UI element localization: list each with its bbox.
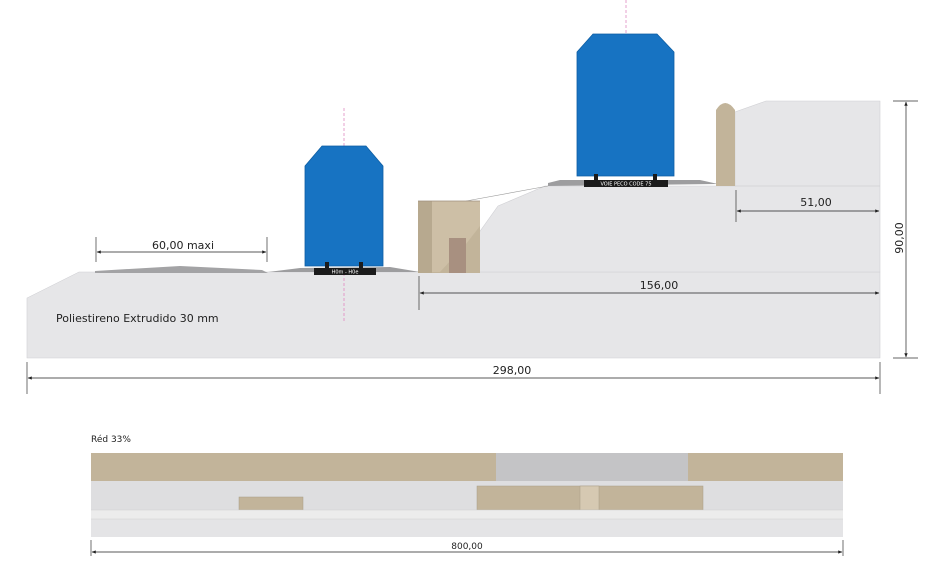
- lower-track-label: H0m - H0e: [332, 270, 359, 276]
- plan-band-middle: [91, 481, 843, 510]
- svg-text:60,00 maxi: 60,00 maxi: [152, 239, 214, 252]
- upper-track-plate: [584, 180, 668, 187]
- plan-band-upper: [91, 453, 843, 481]
- lower-wagon: H0m - H0e: [304, 145, 384, 276]
- svg-text:90,00: 90,00: [893, 222, 906, 254]
- material-label: Poliestireno Extrudido 30 mm: [56, 312, 219, 325]
- plan-small-building: [238, 496, 304, 511]
- plan-band-bottom: [91, 519, 843, 537]
- lower-track-plate: [314, 268, 376, 275]
- upper-wagon: VOIE PECO CODE 75: [576, 33, 675, 188]
- svg-text:51,00: 51,00: [800, 196, 832, 209]
- svg-text:298,00: 298,00: [493, 364, 532, 377]
- dimension-road-width: 60,00 maxi: [95, 237, 268, 262]
- dimension-height: 90,00: [893, 100, 918, 359]
- plan-building-passage: [579, 485, 600, 511]
- plan-view: Réd 33% 800,00: [90, 434, 844, 556]
- retaining-structure: [418, 200, 480, 273]
- embankment-line: [465, 185, 549, 202]
- cross-section: H0m - H0e VOIE PECO CODE 75 Poliestireno…: [26, 0, 918, 394]
- retaining-wall-pillar: [716, 103, 735, 186]
- svg-text:156,00: 156,00: [640, 279, 679, 292]
- upper-track-label: VOIE PECO CODE 75: [600, 182, 651, 188]
- plan-station-area: [496, 453, 688, 481]
- dimension-upper-width: 156,00: [418, 276, 880, 310]
- dimension-total-width: 298,00: [26, 362, 881, 394]
- road-surface: [95, 266, 268, 273]
- dimension-plan-length: 800,00: [90, 540, 844, 556]
- plan-band-lower: [91, 510, 843, 519]
- door: [449, 238, 466, 273]
- scale-label: Réd 33%: [91, 434, 131, 445]
- dimension-wall-offset: 51,00: [735, 190, 880, 222]
- svg-text:800,00: 800,00: [451, 542, 483, 552]
